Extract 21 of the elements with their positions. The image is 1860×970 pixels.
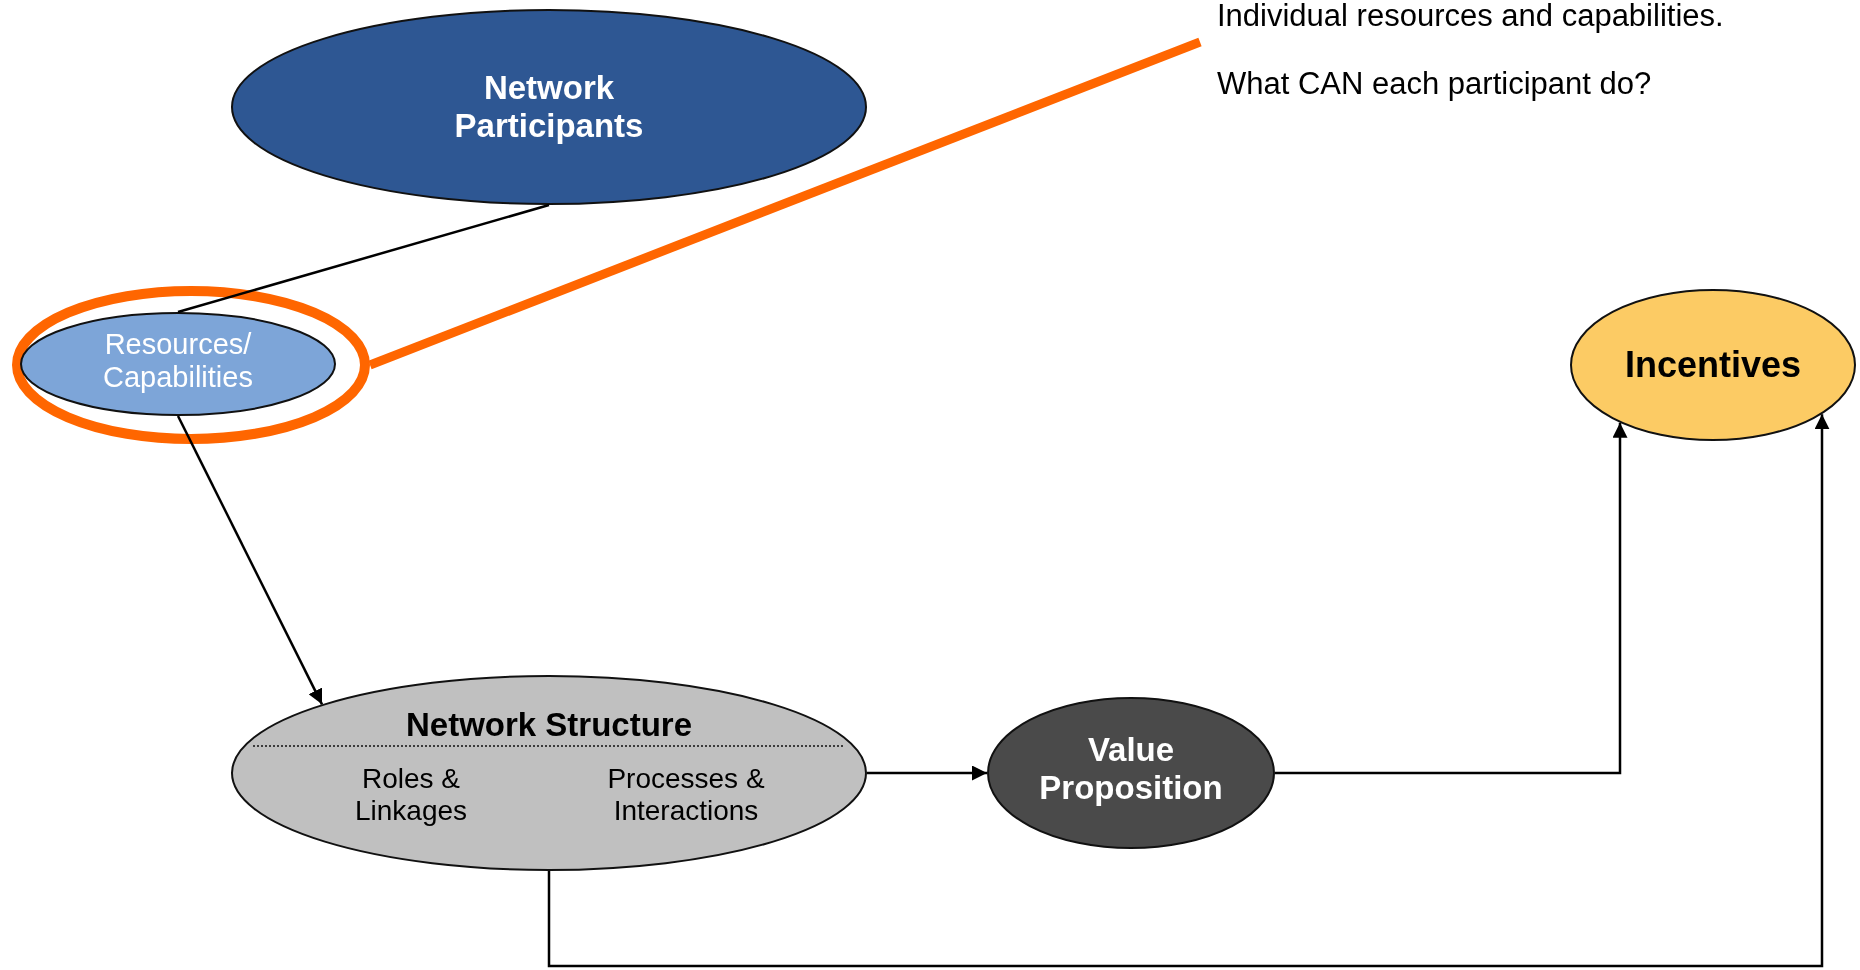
node-label: Roles & Linkages [353, 763, 469, 828]
node-label: Incentives [1624, 344, 1802, 386]
arrow [176, 415, 324, 705]
resources-ellipse [20, 312, 336, 416]
node-label: Value Proposition [1039, 731, 1223, 807]
node-label: Network Participants [453, 69, 645, 145]
node-label: Resources/ Capabilities [102, 328, 254, 395]
node-heading: Network Structure [405, 706, 693, 744]
arrow [867, 765, 987, 781]
highlight-ring [12, 286, 370, 444]
value-ellipse [987, 697, 1275, 849]
incentives-ellipse [1570, 289, 1856, 441]
arrow [1275, 422, 1628, 775]
structure-ellipse [231, 675, 867, 871]
node-label: Processes & Interactions [606, 763, 766, 828]
connector-line [177, 203, 550, 314]
callout-text: Individual resources and capabilities. [1217, 0, 1724, 34]
participants-ellipse [231, 9, 867, 205]
callout-question: What CAN each participant do? [1217, 66, 1652, 102]
arrow [547, 414, 1830, 968]
leader-line [368, 37, 1202, 370]
